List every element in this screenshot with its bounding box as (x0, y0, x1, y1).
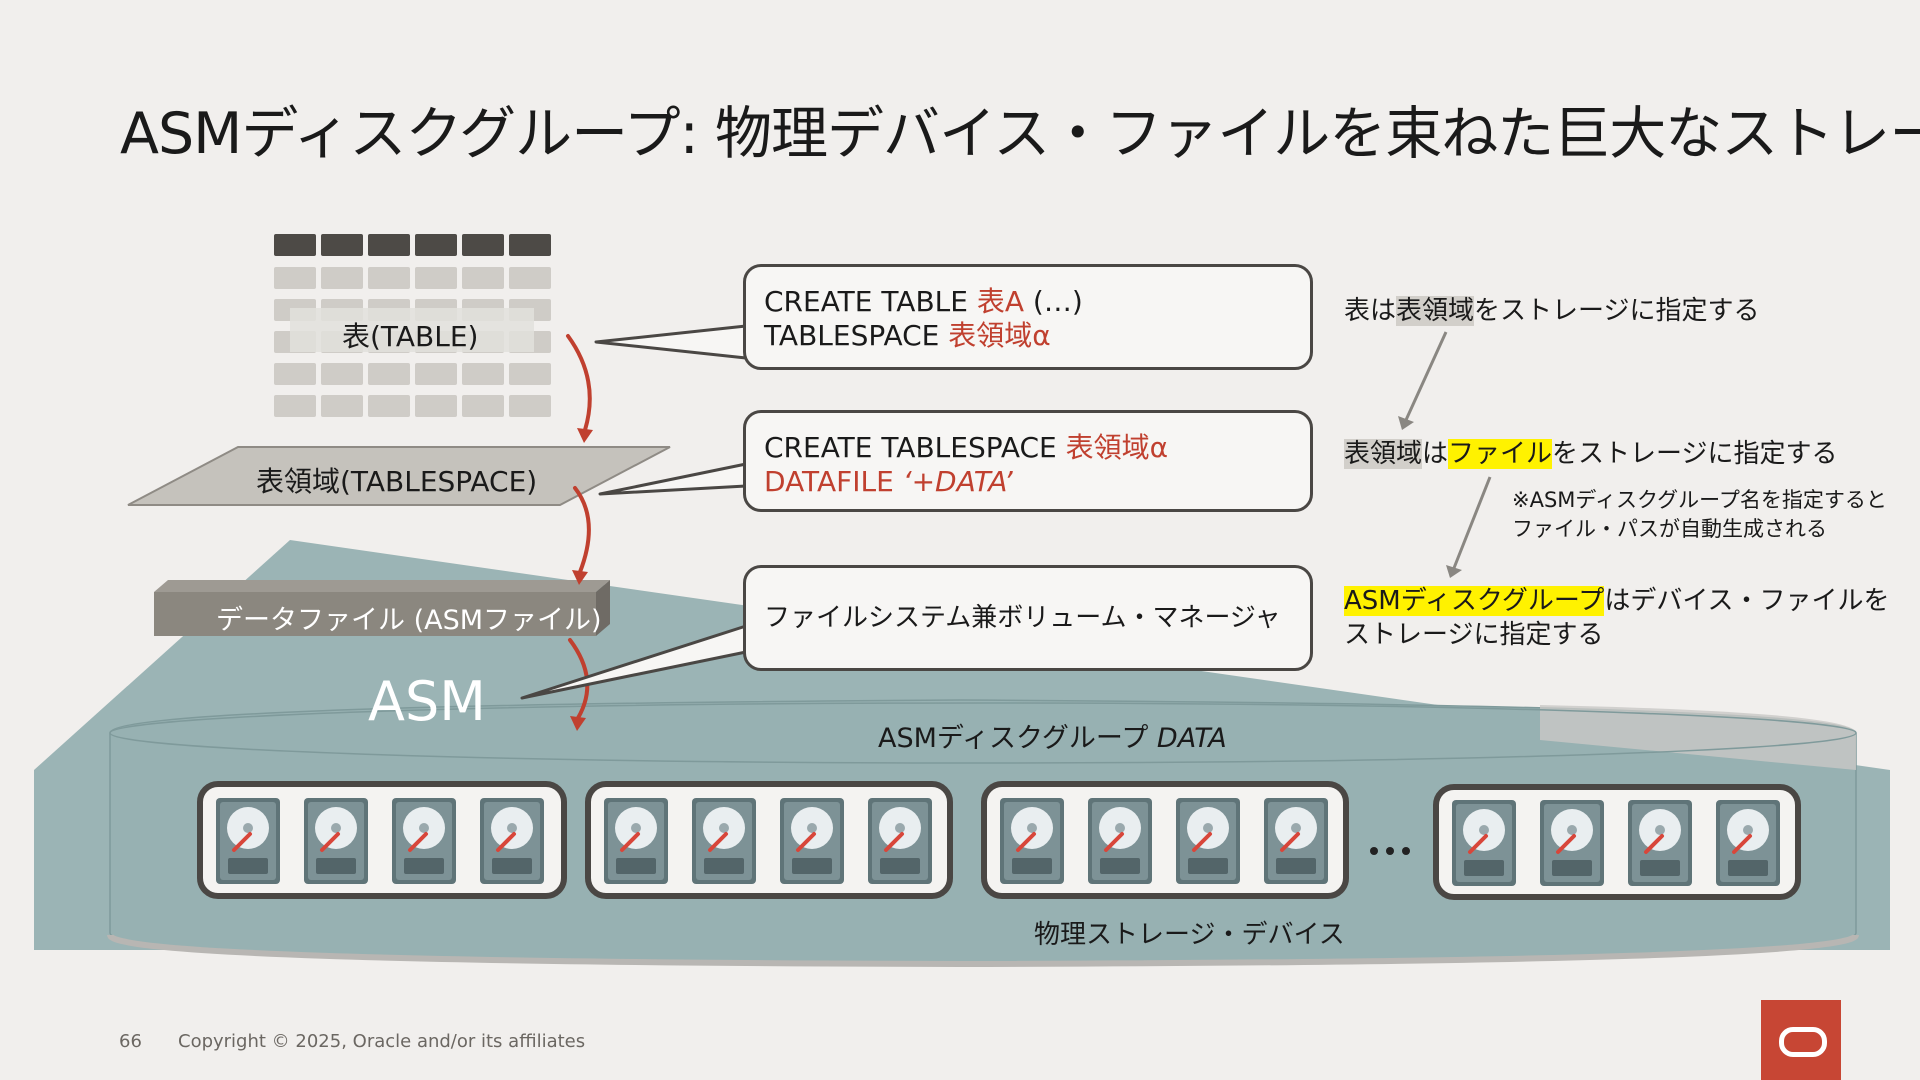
hard-disk-icon (692, 798, 756, 884)
hard-disk-icon (304, 798, 368, 884)
disk-enclosures (197, 781, 1801, 900)
copyright: Copyright © 2025, Oracle and/or its affi… (178, 1031, 586, 1052)
hard-disk-icon (216, 798, 280, 884)
asm-description-callout: ファイルシステム兼ボリューム・マネージャ (743, 565, 1313, 671)
hard-disk-icon (1628, 800, 1692, 886)
create-tablespace-callout: CREATE TABLESPACE 表領域α DATAFILE ‘+DATA’ (743, 410, 1313, 512)
page-number: 66 (119, 1031, 142, 1052)
oracle-logo-icon (1761, 1000, 1841, 1080)
ellipsis-dots (1370, 847, 1410, 855)
table-grid-icon (274, 234, 551, 417)
hard-disk-icon (1176, 798, 1240, 884)
create-table-callout: CREATE TABLE 表A (…) TABLESPACE 表領域α (743, 264, 1313, 370)
table-label: 表(TABLE) (342, 320, 479, 353)
hard-disk-icon (1264, 798, 1328, 884)
hard-disk-icon (868, 798, 932, 884)
hard-disk-icon (392, 798, 456, 884)
hard-disk-icon (604, 798, 668, 884)
diskgroup-label: ASMディスクグループ DATA (878, 723, 1227, 754)
note-diskgroup: ASMディスクグループはデバイス・ファイルをストレージに指定する (1344, 586, 1890, 650)
page-title: ASMディスクグループ: 物理デバイス・ファイルを束ねた巨大なストレージ (120, 101, 1920, 167)
hard-disk-icon (780, 798, 844, 884)
tablespace-shape (127, 446, 671, 506)
hard-disk-icons (216, 798, 1780, 886)
hard-disk-icon (1452, 800, 1516, 886)
hard-disk-icon (1000, 798, 1064, 884)
devices-label: 物理ストレージ・デバイス (1034, 920, 1345, 950)
note-table: 表は表領域をストレージに指定する (1344, 296, 1760, 326)
hard-disk-icon (1540, 800, 1604, 886)
asm-label: ASM (368, 670, 486, 733)
note-tablespace: 表領域はファイルをストレージに指定する (1344, 439, 1838, 469)
datafile-shape (154, 580, 610, 636)
hard-disk-icon (1088, 798, 1152, 884)
note-autopath: ※ASMディスクグループ名を指定するとファイル・パスが自動生成される (1512, 488, 1887, 541)
hard-disk-icon (480, 798, 544, 884)
datafile-label: データファイル (ASMファイル) (216, 605, 602, 636)
hard-disk-icon (1716, 800, 1780, 886)
tablespace-label: 表領域(TABLESPACE) (256, 465, 538, 498)
